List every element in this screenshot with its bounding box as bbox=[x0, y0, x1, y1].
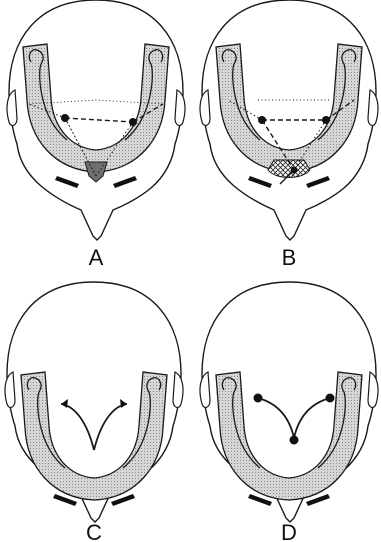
incisal-point bbox=[291, 167, 298, 174]
condyle-point-left bbox=[254, 394, 263, 403]
incisal-point bbox=[290, 436, 299, 445]
panel-d: D bbox=[200, 282, 378, 542]
panel-label-a: A bbox=[89, 245, 104, 270]
panel-a: A bbox=[7, 0, 185, 270]
condyle-point-left bbox=[258, 116, 266, 124]
condyle-point-left bbox=[61, 114, 69, 122]
panel-label-b: B bbox=[282, 245, 297, 270]
condyle-point-right bbox=[322, 116, 330, 124]
panel-label-c: C bbox=[86, 520, 102, 542]
panel-c: C bbox=[5, 282, 183, 542]
condyle-point-right bbox=[129, 118, 137, 126]
panel-label-d: D bbox=[281, 520, 297, 542]
condyle-point-right bbox=[326, 394, 335, 403]
panel-b: B bbox=[200, 0, 378, 270]
